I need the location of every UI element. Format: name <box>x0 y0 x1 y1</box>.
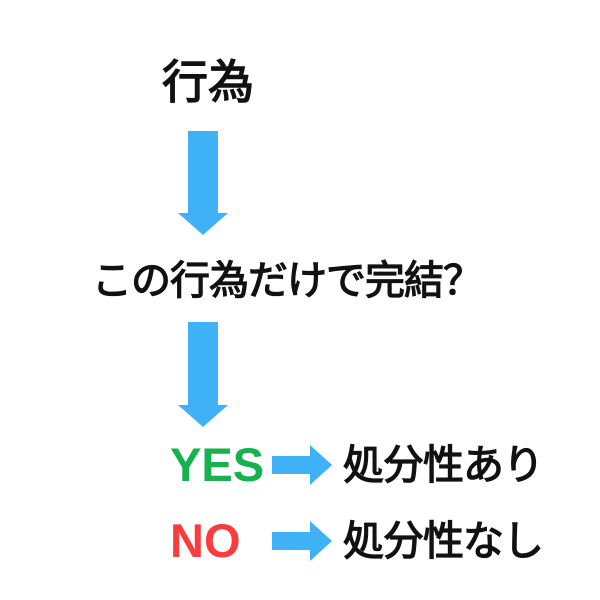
arrow-right-icon <box>272 445 332 485</box>
arrow-down-shape <box>178 131 228 235</box>
arrow-down-icon <box>178 322 228 427</box>
arrow-down-icon <box>178 131 228 235</box>
branch-no-label: NO <box>170 514 241 567</box>
outcome-no-label: 処分性なし <box>343 518 544 564</box>
arrow-right-icon <box>272 521 332 561</box>
outcome-yes-label: 処分性あり <box>343 442 544 488</box>
branch-yes-label: YES <box>170 438 265 491</box>
arrow-right-shape <box>272 445 332 485</box>
question-node-label: この行為だけで完結？ <box>92 259 483 303</box>
arrow-right-shape <box>272 521 332 561</box>
arrow-down-shape <box>178 322 228 427</box>
start-node-label: 行為 <box>162 56 254 108</box>
